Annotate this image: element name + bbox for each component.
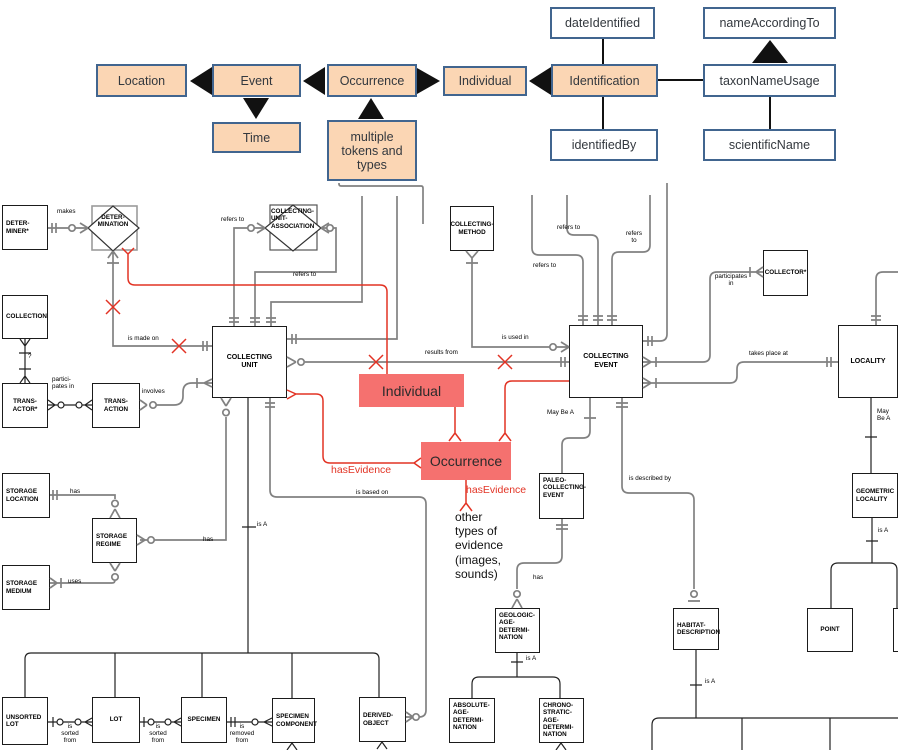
rel-label-refers-to-3: refers to [557,224,581,231]
er-entity-collection: COLLECTION [2,295,48,339]
red-label-has-evidence-2: hasEvidence [466,484,527,496]
red-x-results-from-left [368,354,384,370]
rel-label-is-based-on: is based on [356,489,389,496]
rel-label-has-geologic: has [533,574,544,581]
rel-label-refers-to-1: refers to [221,216,245,223]
flow-attr-date-identified: dateIdentified [550,7,655,39]
rel-label-question: ? [28,353,32,360]
rel-label-may-be-a-locality: May Be A [877,408,891,422]
arrow-identification-to-individual [529,67,551,95]
er-entity-collecting-unit-association: COLLECTING- UNIT- ASSOCIATION [271,208,315,230]
er-entity-specimen-component: SPECIMEN COMPONENT [272,698,317,743]
er-entity-geometric-locality: GEOMETRIC LOCALITY [852,473,898,518]
er-entity-storage-regime: STORAGE REGIME [92,518,137,563]
flow-attr-identified-by: identifiedBy [550,129,658,161]
rel-label-is-made-on: is made on [128,335,159,342]
er-entity-determiner: DETER- MINER* [2,205,48,250]
arrow-tokens-to-occurrence [358,98,384,119]
flow-attr-scientific-name: scientificName [703,129,836,161]
rel-label-participates-in-left: partici- pates in [52,376,75,390]
flow-entity-event: Event [212,64,301,97]
rel-label-is-used-in: is used in [502,334,529,341]
flow-attr-taxon-name-usage: taxonNameUsage [703,64,836,97]
arrow-occurrence-to-event [303,67,325,95]
flow-entity-location: Location [96,64,187,97]
er-entity-derived-object: DERIVED- OBJECT [359,697,406,742]
rel-label-refers-to-5: refers to [533,262,557,269]
rel-label-is-a-habitat: is A [705,678,716,685]
rel-label-is-a-geometric: is A [878,527,889,534]
rel-label-is-described-by: is described by [629,475,671,482]
rel-label-takes-place-at: takes place at [749,350,788,357]
rel-label-makes: makes [57,208,76,215]
flow-entity-occurrence: Occurrence [327,64,417,97]
er-entity-storage-location: STORAGE LOCATION [2,473,50,518]
arrow-event-to-time [243,98,269,119]
rel-label-is-sorted-from-2: is sorted from [149,723,167,744]
er-entity-collecting-event: COLLECTING EVENT [569,325,643,398]
overlay-individual: Individual [359,374,464,407]
red-label-has-evidence-1: hasEvidence [331,464,392,476]
flow-entity-individual: Individual [443,66,527,96]
er-entity-absolute-age-determination: ABSOLUTE- AGE-DETERMI- NATION [449,698,495,743]
arrow-event-to-location [190,67,212,95]
rel-label-refers-to-2: refers to [293,271,317,278]
arrow-taxon-to-name-according-to [752,40,788,63]
er-entity-collector: COLLECTOR* [763,250,808,296]
overlay-occurrence: Occurrence [421,442,511,480]
er-entity-storage-medium: STORAGE MEDIUM [2,565,50,610]
rel-label-involves: involves [142,388,165,395]
arrow-occurrence-to-individual [417,68,440,94]
rel-label-is-sorted-from-1: is sorted from [61,723,79,744]
er-entity-collecting-method: COLLECTING- METHOD [450,206,494,251]
er-entity-paleo-collecting-event: PALEO- COLLECTING- EVENT [539,473,586,519]
red-x-is-made-on [171,338,187,354]
rel-label-is-a-geologic: is A [526,655,537,662]
red-x-results-from-right [497,354,513,370]
er-entity-determination: DETER- MINATION [97,214,129,229]
er-entity-point: POINT [807,608,853,652]
flow-attr-name-according-to: nameAccordingTo [703,7,836,39]
rel-label-results-from: results from [425,349,458,356]
rel-label-has-storage-location: has [70,488,81,495]
er-entity-chrono-stratic-age-determination: CHRONO- STRATIC-AGE- DETERMI- NATION [539,698,584,743]
rel-label-is-removed-from: is removed from [229,723,255,744]
note-other-evidence: other types of evidence (images, sounds) [455,510,504,581]
er-entity-collecting-unit: COLLECTING UNIT [212,326,287,398]
er-entity-transactor: TRANS- ACTOR* [2,383,48,428]
flow-entity-time: Time [212,122,301,153]
er-entity-lot: LOT [92,697,140,743]
rel-label-may-be-a-collecting-event: May Be A [547,409,574,416]
er-entity-geologic-age-determination: GEOLOGIC- AGE-DETERMI- NATION [495,608,540,653]
red-x-determination [105,299,121,315]
er-entity-transaction: TRANS- ACTION [92,383,140,428]
rel-label-uses: uses [68,578,82,585]
flow-entity-multiple-tokens: multiple tokens and types [327,120,417,181]
rel-label-refers-to-4: refers to [625,230,643,244]
flow-entity-identification: Identification [551,64,658,97]
er-entity-cropped-edge-box [893,608,898,652]
er-entity-habitat-description: HABITAT- DESCRIPTION [673,608,720,650]
er-entity-unsorted-lot: UNSORTED LOT [2,697,48,745]
rel-label-has-storage-regime: has [203,536,214,543]
er-entity-specimen: SPECIMEN [181,697,227,743]
rel-label-is-a-collecting-unit: is A [257,521,268,528]
er-entity-locality: LOCALITY [838,325,898,398]
rel-label-participates-in-right: participates in [714,273,748,287]
